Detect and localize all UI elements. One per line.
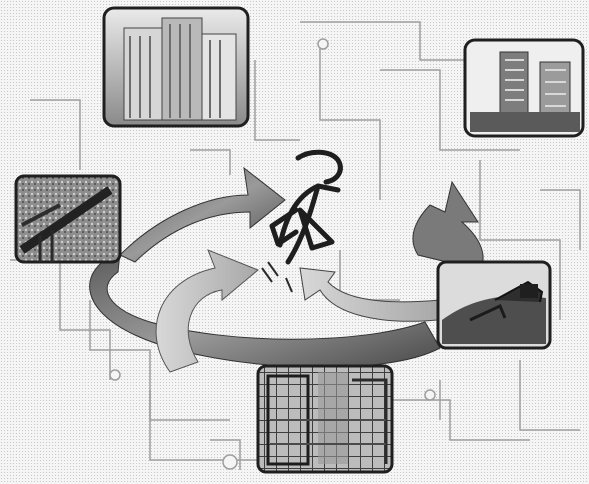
photo-building-right bbox=[463, 38, 585, 138]
building-facade-photo-icon bbox=[470, 51, 580, 132]
arrow-bottom-to-emblem bbox=[155, 249, 259, 373]
heavy-machinery-photo-icon bbox=[442, 280, 546, 344]
photo-tall-building bbox=[102, 6, 250, 128]
circuit-nodes bbox=[109, 38, 436, 470]
stylized-logo-emblem-icon bbox=[269, 149, 343, 265]
photo-wall-texture-left bbox=[14, 174, 122, 264]
arrow-left-to-emblem bbox=[119, 166, 286, 263]
concrete-wall-photo-icon bbox=[19, 186, 113, 262]
photo-structure-grid bbox=[256, 364, 394, 474]
office-tower-photo-icon bbox=[123, 17, 237, 121]
arrow-to-construction-site bbox=[412, 180, 484, 271]
emblem-spark-lines bbox=[261, 261, 293, 293]
photo-construction-site bbox=[436, 260, 552, 350]
circuit-lines bbox=[10, 21, 581, 470]
building-frame-photo-icon bbox=[266, 372, 388, 466]
arrow-right-to-emblem bbox=[299, 267, 441, 322]
